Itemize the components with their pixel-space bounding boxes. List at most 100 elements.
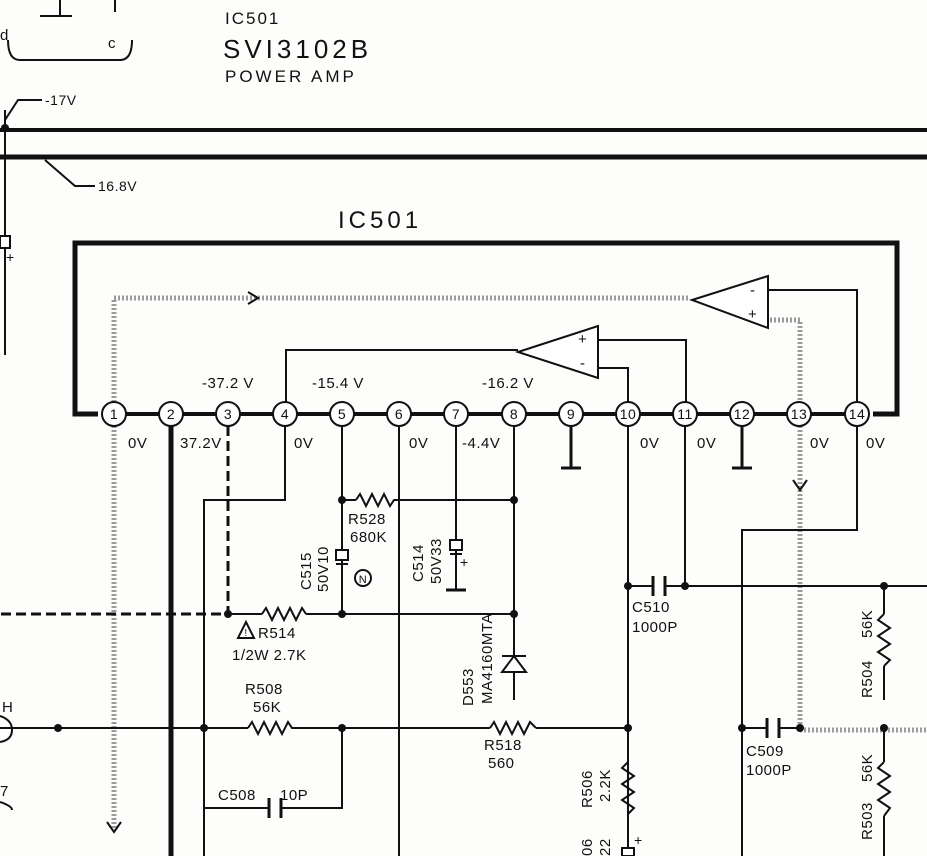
resistor-r508 [247,719,296,737]
r518-ref: R518 [484,737,522,754]
ic-pins: 1 2 3 4 5 6 7 8 9 10 11 12 13 14 [101,401,870,427]
pin-12-number: 12 [734,406,751,422]
internal-feedback-path [106,291,927,834]
pin-3-number: 3 [224,406,232,422]
resistor-r518 [489,719,537,737]
pin-9-number: 9 [567,406,575,422]
pin-13-number: 13 [791,406,808,422]
r528-ref: R528 [348,511,386,528]
r503-ref: R503 [859,802,876,840]
pin-10-voltage: 0V [640,435,659,452]
pin-4-voltage: 0V [294,435,313,452]
resistor-r503 [876,761,892,817]
r504-value: 56K [859,610,876,638]
pin-11-number: 11 [677,406,693,422]
opamp-upper-minus: - [750,282,756,299]
opamp-upper-plus: + [748,306,757,323]
header-part-number: SVI3102B [223,34,372,64]
capacitor-c510 [651,576,667,596]
supply-rails: -17V 16.8V + [0,92,927,355]
left-label-h: H [2,699,13,716]
external-wiring [0,426,927,856]
r514-ref: R514 [258,625,296,642]
c514-plus: + [460,554,469,570]
c508-value: 10P [280,787,308,804]
n-mark-symbol: N [354,569,372,587]
r506-value: 2.2K [597,769,614,802]
opamp-lower-minus: - [580,355,586,372]
c514-ref: C514 [410,544,427,582]
corner-label-d: d [0,27,9,44]
partial-cap-bottom: + [621,832,643,856]
c515-value: 50V10 [315,546,332,592]
ic-body-label: IC501 [338,207,422,234]
ground-symbols [561,426,752,470]
c508-ref: C508 [218,787,256,804]
r506-ref: R506 [579,770,596,808]
opamp-lower: + - [285,324,687,414]
diode-d553 [500,654,528,700]
corner-label-c: c [108,35,116,52]
pin-1-voltage: 0V [128,435,147,452]
r528-value: 680K [350,529,387,546]
partial-ref: 06 [579,838,596,856]
resistor-r514 [261,605,307,623]
pin-14-number: 14 [849,406,866,422]
pin-5-number: 5 [338,406,346,422]
r503-value: 56K [859,754,876,782]
pin-14-voltage: 0V [866,435,885,452]
pin-3-voltage: -37.2 V [202,375,254,392]
rail-label-lower: 16.8V [98,178,137,194]
pin-7-number: 7 [452,406,460,422]
pin-6-voltage: 0V [409,435,428,452]
pin-5-voltage: -15.4 V [312,375,364,392]
d553-ref: D553 [460,668,477,706]
left-label-7: 7 [0,783,9,800]
junction-dots [54,496,888,732]
capacitor-c514: + [446,539,469,592]
safety-triangle: ! [236,619,256,639]
header-function: POWER AMP [225,67,357,86]
c509-ref: C509 [746,743,784,760]
header-ic-ref: IC501 [225,9,280,28]
resistor-r528 [355,491,398,509]
pin-8-number: 8 [510,406,518,422]
pin-11-voltage: 0V [697,435,716,452]
r518-value: 560 [488,755,515,772]
r508-value: 56K [253,699,281,716]
pin-4-number: 4 [281,406,289,422]
pin-2-voltage: 37.2V [180,435,222,452]
top-left-fragment: d c [0,0,133,61]
opamp-lower-plus: + [578,331,587,348]
pin-13-voltage: 0V [810,435,829,452]
c509-value: 1000P [746,762,792,779]
resistor-r506 [620,761,636,815]
safety-mark: ! [244,628,247,639]
rail-label-upper: -17V [45,92,77,108]
n-mark-text: N [359,574,367,586]
d553-value: MA4160MTA [479,613,496,704]
c510-ref: C510 [632,599,670,616]
r504-ref: R504 [859,660,876,698]
left-cap-plus: + [6,249,15,265]
r514-value: 1/2W 2.7K [232,647,307,664]
pin-13 [786,401,812,427]
c510-value: 1000P [632,619,678,636]
pin-1 [101,401,127,427]
r508-ref: R508 [245,681,283,698]
capacitor-c508 [267,798,283,818]
pin-2-number: 2 [167,406,175,422]
pin-10-number: 10 [620,406,637,422]
pin-7-voltage: -4.4V [462,435,500,452]
resistor-r504 [876,613,892,667]
pin-8-voltage: -16.2 V [482,375,534,392]
opamp-upper: - + [688,274,858,414]
partial-value: 22 [597,838,614,856]
pin-1-number: 1 [110,406,118,422]
capacitor-c509 [765,718,781,738]
c514-value: 50V33 [428,538,445,584]
c515-ref: C515 [298,552,315,590]
partial-cap-plus: + [634,832,643,848]
